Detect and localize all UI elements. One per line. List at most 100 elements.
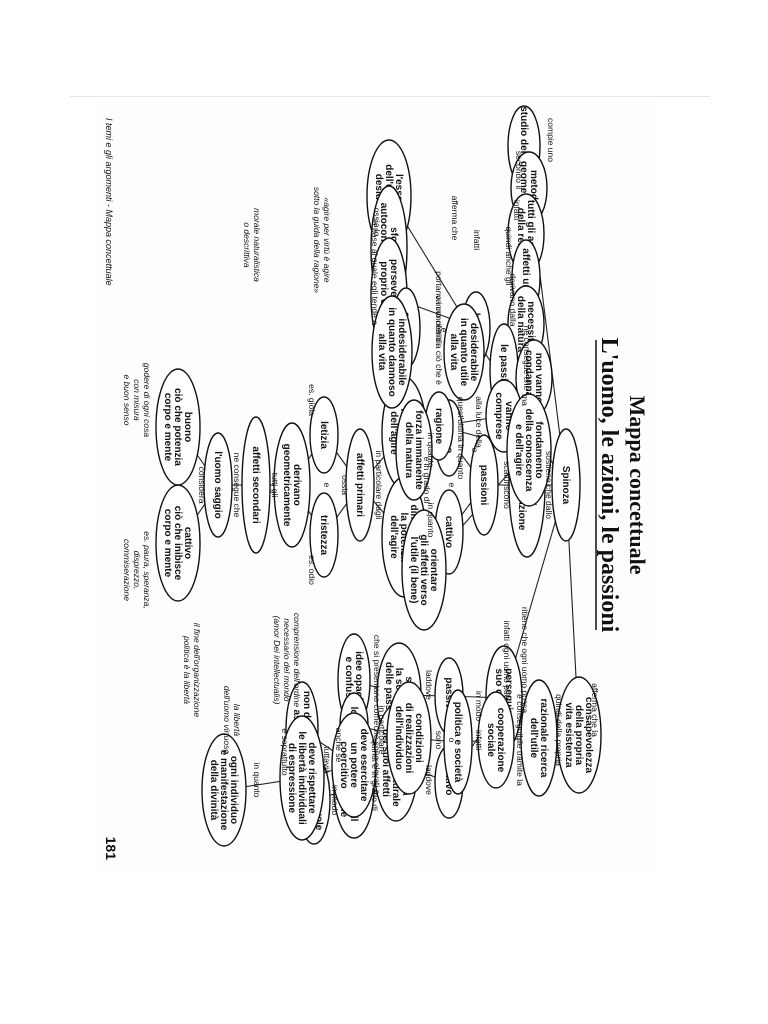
node-shape <box>443 303 485 401</box>
label-l_sono: sono <box>434 731 444 750</box>
node-text: geometrico <box>518 161 529 215</box>
label-l_quindi_grado: quindi è in grado di <box>370 739 380 811</box>
node-shape <box>443 689 473 795</box>
node-text: desiderabile <box>468 323 479 382</box>
node-text: dell'agire <box>388 515 399 559</box>
label-l_o: o <box>447 738 457 743</box>
node-text: affetti secondari <box>250 446 261 523</box>
label-l_afferma: afferma che <box>450 196 460 241</box>
node-text: ciò che inibisce <box>172 506 183 581</box>
node-text: ciò che potenzia <box>172 388 183 466</box>
node-shape <box>477 691 515 789</box>
node-text: della natura <box>403 422 414 479</box>
label-l_base: in base al quale egli tende a <box>370 219 380 325</box>
node-text: condannate <box>523 350 534 407</box>
node-text: l'utile (il bene) <box>408 537 419 604</box>
node-affetti_secondari: affetti secondari <box>241 416 271 554</box>
node-text: orientare <box>428 549 439 592</box>
label-l_afferma2: afferma che la <box>590 683 600 737</box>
label-l_tutti: tutti gli <box>270 473 280 498</box>
node-text: fondamento <box>533 421 544 478</box>
node-shape <box>201 733 247 847</box>
map-title: Mappa concettuale <box>625 395 650 574</box>
note-line: commiserazione <box>122 539 132 601</box>
node-text: in quanto utile <box>458 318 469 387</box>
label-l_infatti2: infatti <box>472 230 482 250</box>
node-text: dei suoi affetti <box>380 729 391 797</box>
node-text: sociale <box>485 723 496 757</box>
label-l_portano: portano i concetti di <box>434 271 444 345</box>
label-l_quindi_vita: quindi della propria <box>554 694 564 766</box>
label-l_luce: alla luce della <box>474 396 484 448</box>
label-l_presentano: che si presentano come <box>372 635 382 726</box>
label-l_sostiene: sostiene che dallo <box>544 451 554 519</box>
note-line: il fine dell'organizzazione <box>192 623 202 718</box>
node-tristezza: tristezza <box>309 492 339 578</box>
label-l_es_odio: es. odio <box>307 555 317 585</box>
node-text: dell'agire <box>388 411 399 455</box>
label-l_ma: ma <box>520 394 530 406</box>
node-shape <box>155 484 201 602</box>
label-l_es_gioia: es. gioia <box>307 384 317 416</box>
node-text: dell'individuo <box>393 706 404 770</box>
note-line: dell'uomo virtuoso <box>222 686 232 755</box>
node-affetti_primari: affetti primari <box>345 428 375 542</box>
note-line: morale naturalistica <box>252 208 262 282</box>
label-l_ossia_lo: ossia lo <box>372 208 382 237</box>
node-shape <box>203 432 233 538</box>
note-line: la libertà <box>232 704 242 736</box>
label-l_secondo: secondo il <box>514 151 524 189</box>
node-text: l'uomo saggio <box>212 451 223 518</box>
node-text: affetti umani <box>520 248 531 308</box>
node-shape <box>273 422 311 548</box>
label-l_elevati: che sono elevati a <box>372 726 382 795</box>
node-shape <box>469 434 499 536</box>
label-l_inmodo: in modo <box>474 691 484 722</box>
node-letizia: letizia <box>309 396 339 474</box>
node-text: consapevolezza <box>583 697 594 774</box>
node-text: Spinoza <box>560 466 571 505</box>
node-text: indesiderabile <box>396 318 407 386</box>
node-text: gli affetti verso <box>418 534 429 605</box>
node-text: vanno <box>503 401 514 430</box>
nodes-layer: Spinozasforzo diautoconservazionepassion… <box>155 105 602 847</box>
note-line: (amor Dei intellectualis) <box>272 616 282 705</box>
label-l_considera: considera <box>197 467 207 504</box>
label-l_quest: quest'ultima in quanto <box>456 397 466 480</box>
node-shape <box>395 399 433 501</box>
note-line: o descrittiva <box>242 222 252 268</box>
node-text: deve rispettare <box>306 742 317 814</box>
label-l_e3: e <box>439 328 449 333</box>
node-text: cattivo <box>443 516 454 548</box>
label-l_nec: ne consegue che <box>232 453 242 518</box>
rotated-page: Mappa concettuale L'uomo, le azioni, le … <box>94 100 654 870</box>
label-l_infatti1: infatti <box>512 200 522 220</box>
node-text: in quanto dannoso <box>386 307 397 396</box>
label-l_inquanto3: in quanto <box>252 763 262 798</box>
note-line: disprezzo, <box>132 551 142 590</box>
label-l_sopratt: e soprattutto <box>280 728 290 776</box>
node-text: delle passioni <box>383 662 394 728</box>
node-text: passivo <box>443 677 454 714</box>
note-line: con misura <box>132 379 142 421</box>
label-l_vanno_rif: vanno riferiti a ciò che è <box>434 295 444 385</box>
node-text: idee opache <box>353 651 364 709</box>
node-text: tristezza <box>318 515 329 555</box>
node-text: le libertà individuali <box>296 731 307 825</box>
node-text: di espressione <box>286 743 297 813</box>
node-text: della realtà <box>515 208 526 261</box>
node-text: letizia <box>318 421 329 449</box>
